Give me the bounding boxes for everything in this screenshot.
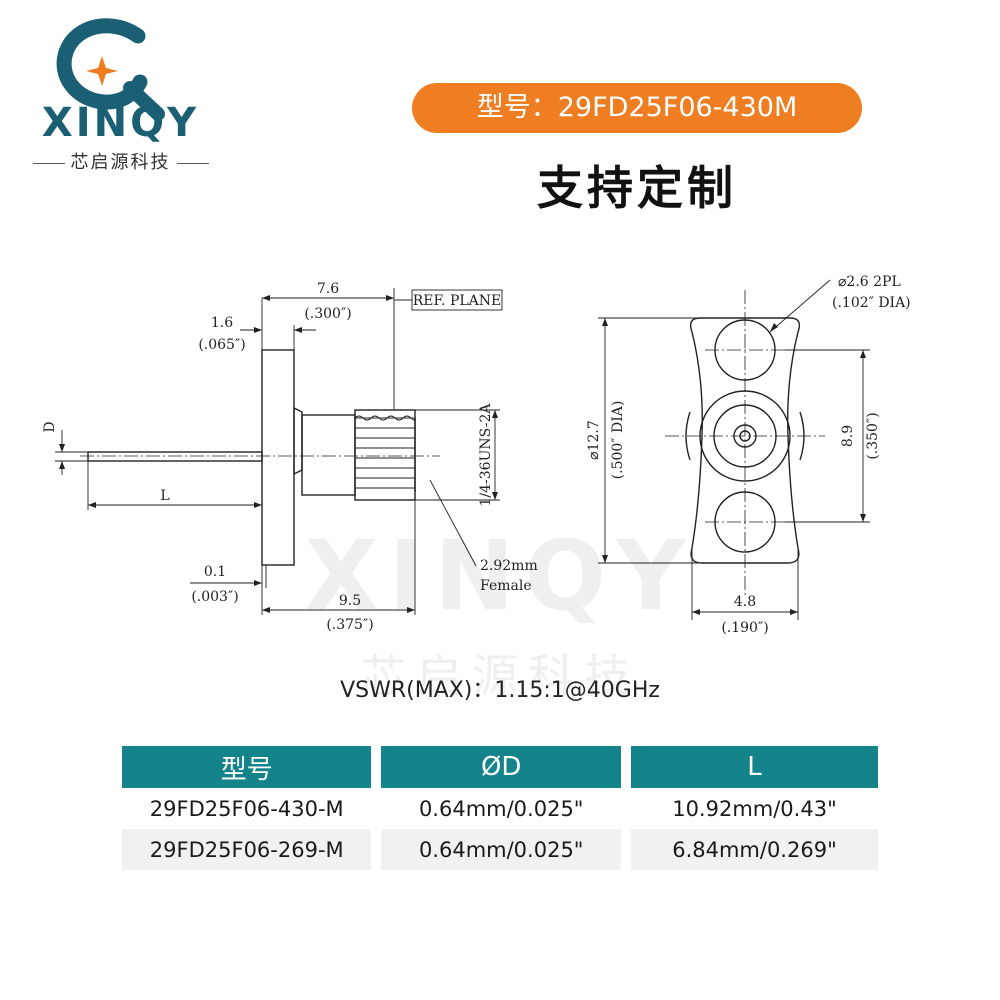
dim-l-label: L	[160, 488, 169, 504]
cell-pin-diameter: 0.64mm/0.025"	[371, 829, 621, 870]
dim-4-8-mm: 4.8	[734, 594, 756, 610]
xinqy-logo-mark	[56, 18, 165, 121]
header-pin-diameter: ØD	[371, 746, 621, 788]
hole-diameter-inch: (.102″ DIA)	[832, 295, 911, 311]
dim-9-5-inch: (.375″)	[326, 617, 373, 633]
cell-model: 29FD25F06-430-M	[122, 788, 372, 829]
cell-pin-diameter: 0.64mm/0.025"	[371, 788, 621, 829]
ref-plane-label: REF. PLANE	[413, 293, 502, 309]
connector-technical-drawing: 7.6 (.300″) REF. PLANE 1.6 (.065″) D L 1…	[42, 274, 911, 636]
spec-table: 型号 ØD L 29FD25F06-430-M 0.64mm/0.025" 10…	[122, 746, 878, 870]
table-header-row: 型号 ØD L	[122, 746, 878, 788]
dim-1-6-inch: (.065″)	[198, 337, 245, 353]
vswr-spec: VSWR(MAX)：1.15:1@40GHz	[340, 678, 660, 703]
logo-company-name: 芯启源科技	[18, 148, 223, 174]
thread-spec: 1/4-36UNS-2A	[478, 403, 494, 507]
watermark-wordmark: XINQY	[304, 520, 696, 632]
dim-0-1-mm: 0.1	[204, 564, 226, 580]
model-number-badge: 型号：29FD25F06-430M	[412, 83, 862, 133]
dim-8-9-inch: (.350″)	[865, 412, 881, 459]
customization-title: 支持定制	[537, 161, 737, 215]
dim-9-5-mm: 9.5	[339, 593, 361, 609]
dim-1-6-mm: 1.6	[211, 315, 233, 331]
thread-lines	[354, 415, 416, 489]
cell-pin-length: 6.84mm/0.269"	[620, 829, 878, 870]
logo-wordmark: XINQY	[41, 100, 200, 146]
front-view: ⌀2.6 2PL (.102″ DIA) ⌀12.7 (.500″ DIA) 8…	[586, 274, 911, 636]
interface-gender: Female	[480, 578, 532, 594]
dim-7-6-inch: (.300″)	[304, 306, 351, 322]
dim-8-9-mm: 8.9	[840, 425, 856, 447]
dim-d-label: D	[42, 421, 58, 432]
table-row: 29FD25F06-269-M 0.64mm/0.025" 6.84mm/0.2…	[122, 829, 878, 870]
hole-diameter: ⌀2.6 2PL	[838, 274, 901, 290]
header-pin-length: L	[620, 746, 878, 788]
cell-pin-length: 10.92mm/0.43"	[620, 788, 878, 829]
side-view: 7.6 (.300″) REF. PLANE 1.6 (.065″) D L 1…	[42, 281, 538, 633]
dim-4-8-inch: (.190″)	[721, 620, 768, 636]
dim-7-6-mm: 7.6	[317, 281, 339, 297]
header-model: 型号	[122, 746, 372, 788]
flange-diameter-inch: (.500″ DIA)	[610, 401, 626, 480]
interface-size: 2.92mm	[480, 558, 538, 574]
dim-0-1-inch: (.003″)	[191, 589, 238, 605]
table-row: 29FD25F06-430-M 0.64mm/0.025" 10.92mm/0.…	[122, 788, 878, 829]
flange-diameter: ⌀12.7	[586, 420, 602, 460]
cell-model: 29FD25F06-269-M	[122, 829, 372, 870]
watermark-company-name: 芯启源科技	[360, 649, 640, 703]
